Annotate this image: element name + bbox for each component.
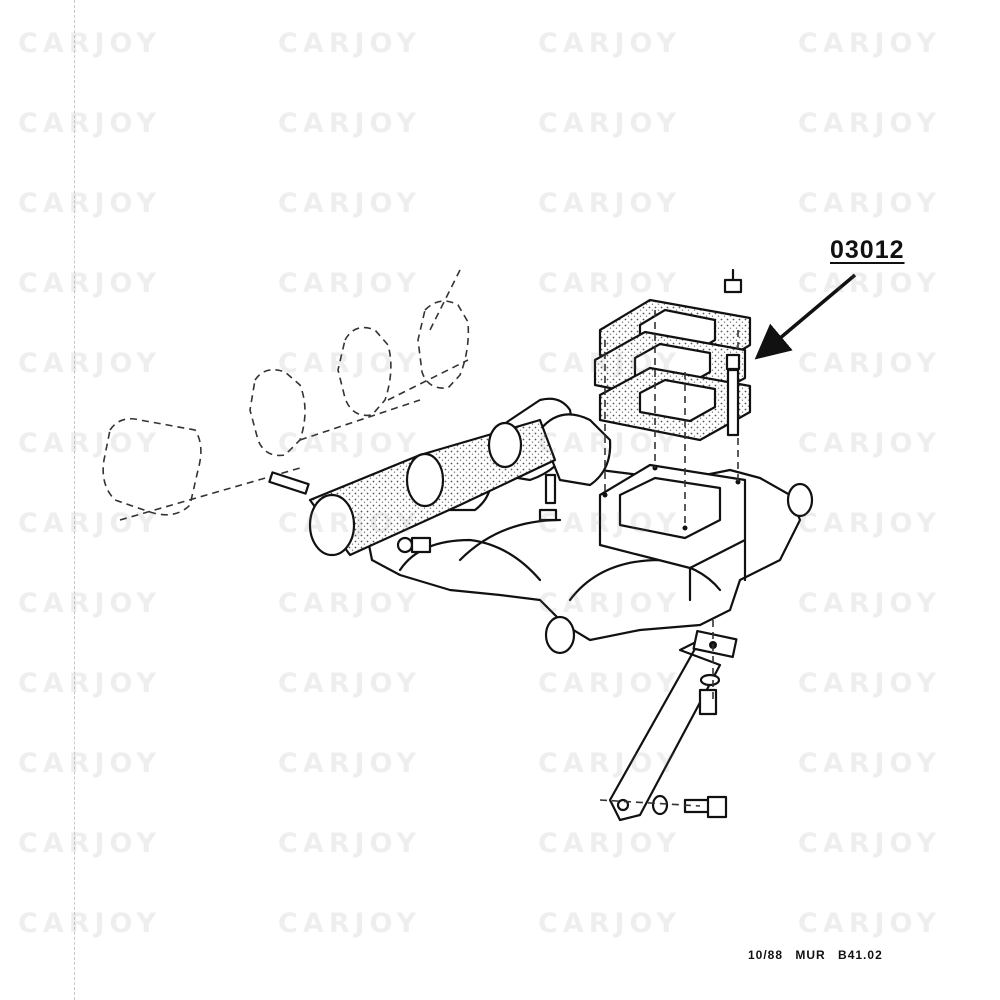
flange-gasket [308, 418, 557, 557]
part-number-callout: 03012 [830, 236, 905, 264]
footer-page: B41.02 [838, 948, 883, 962]
footer-date: 10/88 [748, 948, 784, 962]
page-margin-line [74, 0, 76, 1000]
callout-arrow [754, 273, 857, 360]
page-footer: 10/88 MUR B41.02 [748, 948, 891, 962]
footer-code: MUR [795, 948, 826, 962]
carb-mount-pad [598, 463, 747, 602]
fasteners [268, 268, 743, 554]
support-bracket [599, 620, 738, 822]
spacer-gasket-stack [593, 298, 752, 528]
